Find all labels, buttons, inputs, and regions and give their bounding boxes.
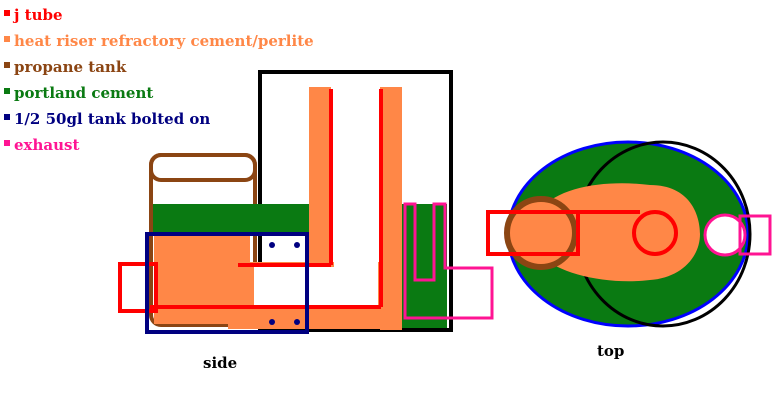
50gl-tank xyxy=(145,232,309,334)
caption-side: side xyxy=(203,354,238,372)
legend-label-portland-cement: portland cement xyxy=(14,84,154,102)
legend-item-heat-riser: heat riser refractory cement/perlite xyxy=(4,28,314,54)
exhaust-pipe xyxy=(403,202,494,320)
legend-swatch-portland-cement xyxy=(4,88,10,94)
legend-label-propane-tank: propane tank xyxy=(14,58,127,76)
bolt-1 xyxy=(269,242,275,248)
legend-item-50gl-tank: 1/2 50gl tank bolted on xyxy=(4,106,314,132)
legend-item-propane-tank: propane tank xyxy=(4,54,314,80)
exhaust-top xyxy=(703,213,747,257)
legend-item-exhaust: exhaust xyxy=(4,132,314,158)
legend-item-portland-cement: portland cement xyxy=(4,80,314,106)
legend-label-j-tube: j tube xyxy=(14,6,63,24)
bolt-3 xyxy=(269,319,275,325)
side-view xyxy=(118,70,494,334)
riser-channel xyxy=(334,87,378,307)
caption-top: top xyxy=(597,342,625,360)
propane-tank-top xyxy=(149,153,257,182)
exhaust-top-box xyxy=(738,214,772,256)
heat-riser-right-wall xyxy=(380,87,402,330)
bolt-2 xyxy=(294,242,300,248)
legend-label-50gl-tank: 1/2 50gl tank bolted on xyxy=(14,110,211,128)
barrel-outline xyxy=(258,70,453,332)
legend-swatch-propane-tank xyxy=(4,62,10,68)
top-view xyxy=(486,140,772,328)
legend-item-j-tube: j tube xyxy=(4,2,314,28)
legend: j tube heat riser refractory cement/perl… xyxy=(4,2,314,158)
legend-label-heat-riser: heat riser refractory cement/perlite xyxy=(14,32,314,50)
j-tube-feed xyxy=(118,262,158,313)
heat-riser-top xyxy=(540,183,700,282)
legend-swatch-heat-riser xyxy=(4,36,10,42)
j-tube-top-riser xyxy=(632,210,678,256)
portland-cement-barrel xyxy=(401,204,447,328)
j-tube-top-view xyxy=(486,210,580,256)
legend-swatch-50gl-tank xyxy=(4,114,10,120)
burn-tunnel xyxy=(254,267,334,307)
legend-label-exhaust: exhaust xyxy=(14,136,80,154)
heat-riser-left-wall xyxy=(309,87,331,267)
legend-swatch-exhaust xyxy=(4,140,10,146)
propane-tank-top-view xyxy=(504,196,578,270)
bolt-4 xyxy=(294,319,300,325)
legend-swatch-j-tube xyxy=(4,10,10,16)
portland-cement-band xyxy=(153,204,310,232)
